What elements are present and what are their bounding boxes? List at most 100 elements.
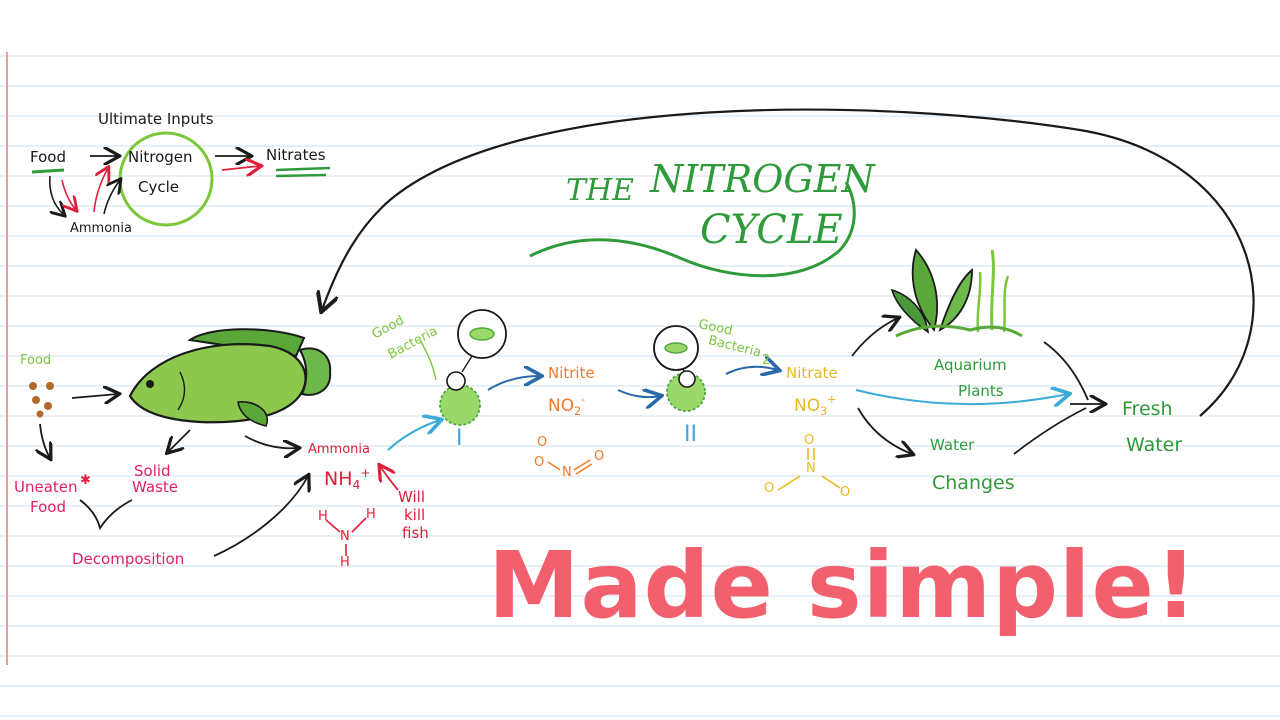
nitrite-atom-o: O <box>537 435 548 450</box>
arrow-bacteria-1-to-nitrite <box>487 376 540 391</box>
water-changes-label-line-1: Water <box>930 436 975 454</box>
decomposition-label: Decomposition <box>72 550 185 568</box>
nitrite-atom-o: O <box>594 449 605 464</box>
arrow-merge-decomposition <box>79 499 133 531</box>
food-pellet <box>36 410 44 418</box>
arrow-bacteria-2-to-nitrate <box>725 367 778 374</box>
inset-underline-nitrates-2 <box>275 173 327 178</box>
ammonia-atom-h: H <box>318 509 328 524</box>
inset-arrow-up-black <box>103 180 120 215</box>
nitrate-formula: NO3+ <box>794 393 837 418</box>
plant-leaf <box>911 248 938 332</box>
pointer-good-bacteria-1 <box>419 339 437 381</box>
inset-arrow-up-red <box>93 168 108 213</box>
uneaten-star-icon: ✱ <box>80 473 91 488</box>
title-the: THE <box>566 173 635 208</box>
return-arrow <box>322 108 1255 417</box>
aquarium-plants-label-line-2: Plants <box>958 382 1004 400</box>
plant-leaf <box>890 288 929 334</box>
magnify-small <box>446 371 466 391</box>
magnify-stem <box>461 355 473 373</box>
inset-heading: Ultimate Inputs <box>98 110 214 128</box>
title-cycle: CYCLE <box>700 207 843 253</box>
inset-cycle-label: Cycle <box>138 178 179 196</box>
fish-drawing <box>128 328 332 427</box>
inset-arrow-out-red <box>221 166 260 170</box>
plant-stem <box>990 249 995 331</box>
plant-grass <box>895 324 1023 338</box>
nitrite-label: Nitrite <box>548 364 595 382</box>
ammonia-formula: NH4+ <box>324 466 371 492</box>
food-pellet <box>46 382 54 390</box>
aquarium-plants-drawing <box>890 248 1023 338</box>
uneaten-food-label-line-2: Food <box>30 498 66 516</box>
will-kill-fish-line-2: kill <box>404 506 426 524</box>
inset-ammonia-label: Ammonia <box>70 221 132 236</box>
inset-arrow-down-black <box>48 175 64 215</box>
bacteria-colony-2 <box>653 325 706 412</box>
nitrate-atom-n: N <box>806 461 816 476</box>
nitrate-label: Nitrate <box>786 364 838 382</box>
will-kill-fish-line-3: fish <box>402 524 429 542</box>
inset-nitrogen-label: Nitrogen <box>128 148 193 166</box>
food-pellets <box>29 382 54 418</box>
stage-1-numeral: I <box>456 426 463 451</box>
bacteria-blob <box>439 384 481 426</box>
good-bacteria-2-line-3: 2 <box>762 353 771 368</box>
food-pellet <box>29 382 37 390</box>
food-label: Food <box>20 353 52 368</box>
nitrate-atom-o: O <box>804 433 815 448</box>
nitrite-formula: NO2- <box>548 393 586 418</box>
fish-gill <box>177 371 186 411</box>
nitrite-bonds <box>547 459 593 475</box>
plant-stem <box>1002 275 1010 333</box>
fresh-water-label-line-2: Water <box>1126 434 1183 456</box>
nitrate-atom-o: O <box>840 485 851 500</box>
arrow-nitrate-to-plants <box>851 318 898 357</box>
arrow-nitrite-to-bacteria-2 <box>617 390 660 397</box>
nitrate-atom-o: O <box>764 481 775 496</box>
title-nitrogen: NITROGEN <box>650 157 875 201</box>
stage-2-numeral: II <box>684 422 697 447</box>
solid-waste-label-line-2: Waste <box>132 478 178 496</box>
arrow-nitrate-to-fresh-blue <box>855 390 1068 404</box>
inset-underline-food <box>31 168 65 174</box>
fish-eye <box>146 380 154 388</box>
arrow-will-kill-fish <box>380 466 399 491</box>
arrow-food-to-uneaten <box>40 423 50 458</box>
uneaten-food-label-line-1: Uneaten <box>14 478 78 496</box>
title-swoosh <box>529 181 856 278</box>
fish-pectoral-fin <box>237 401 269 427</box>
arrow-plants-to-fresh <box>1043 341 1089 401</box>
magnify-small <box>678 370 696 388</box>
magnified-bacterium <box>664 342 688 354</box>
headline: Made simple! <box>488 532 1198 639</box>
inset-food-label: Food <box>30 148 66 166</box>
arrow-ammonia-to-bacteria-1 <box>387 420 440 451</box>
ammonia-atom-h: H <box>366 507 376 522</box>
water-changes-label-line-2: Changes <box>932 472 1015 494</box>
solid-waste-label-line-1: Solid <box>134 462 171 480</box>
fish-body <box>128 343 307 424</box>
arrow-changes-to-fresh <box>1013 407 1087 455</box>
bacteria-blob <box>666 372 706 412</box>
ammonia-atom-h: H <box>340 555 350 570</box>
magnified-bacterium <box>469 327 495 341</box>
food-pellet <box>32 396 40 404</box>
nitrite-atom-o: O <box>534 455 545 470</box>
arrow-fish-to-ammonia <box>244 435 298 448</box>
aquarium-plants-label-line-1: Aquarium <box>934 356 1007 374</box>
ammonia-label: Ammonia <box>308 442 370 457</box>
inset-arrow-down-red <box>61 179 76 210</box>
plant-stem <box>976 271 982 333</box>
nitrate-bonds <box>777 448 841 491</box>
inset-diagram <box>31 131 331 227</box>
inset-nitrates-label: Nitrates <box>266 146 326 164</box>
arrow-food-to-fish <box>71 394 118 398</box>
bacteria-colony-1 <box>439 309 507 426</box>
inset-underline-nitrates-1 <box>275 166 331 172</box>
fish-tail <box>298 347 332 396</box>
food-pellet <box>44 402 52 410</box>
